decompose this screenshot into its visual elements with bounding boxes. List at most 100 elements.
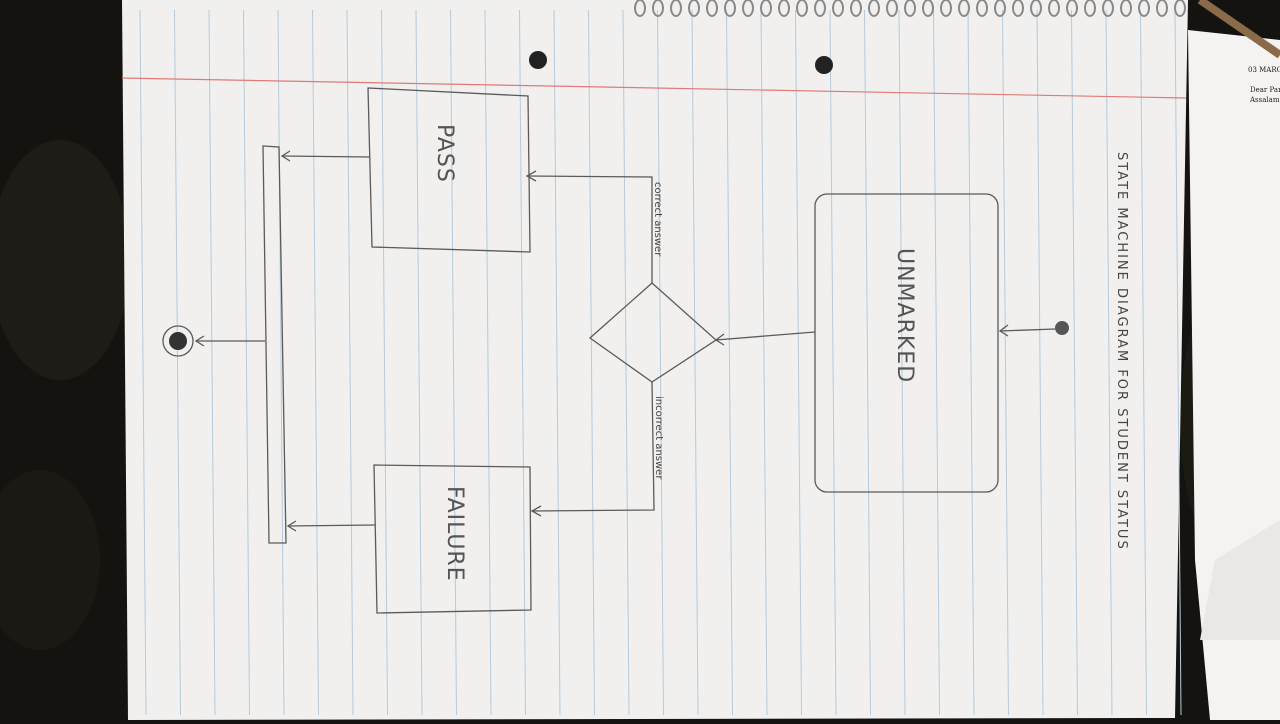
notebook-rule-line (484, 9, 492, 716)
loose-paper-date: 03 MARC (1248, 66, 1280, 74)
spiral-coil (1048, 0, 1060, 17)
spiral-coil (886, 0, 898, 17)
notebook-rule-line (933, 9, 940, 716)
arrow-pass-to-join (281, 155, 371, 158)
loose-paper-line-1: Dear Par (1250, 86, 1280, 94)
arrow-unmarked-to-decision (715, 331, 816, 341)
state-pass-box (367, 87, 531, 253)
loose-paper: 03 MARC Dear Par Assalam (1188, 30, 1280, 720)
notebook-rule-line (1140, 9, 1147, 716)
spiral-coil (850, 0, 862, 17)
notebook-rule-line (726, 9, 733, 716)
spiral-binding (634, 0, 1186, 17)
spiral-coil (958, 0, 970, 17)
spiral-coil (706, 0, 718, 17)
spiral-coil (652, 0, 664, 17)
notebook-rule-line (139, 9, 147, 716)
spiral-coil (1012, 0, 1024, 17)
spiral-coil (670, 0, 682, 17)
arrow-incorrect-to-failure (531, 381, 655, 512)
notebook-rule-line (553, 9, 561, 716)
spiral-coil (1156, 0, 1168, 17)
notebook-rule-line (864, 9, 871, 716)
spiral-coil (796, 0, 808, 17)
guard-correct-label: correct answer (652, 182, 663, 257)
notebook-rule-line (243, 9, 250, 716)
final-state-ring (162, 325, 194, 357)
spiral-coil (832, 0, 844, 17)
notebook-rule-line (1071, 9, 1078, 716)
arrow-head-join-top (280, 150, 291, 162)
state-failure-box (373, 464, 532, 614)
state-unmarked-label: UNMARKED (892, 248, 917, 383)
notebook-rule-line (760, 9, 768, 716)
notebook-rule-line (346, 9, 354, 716)
notebook-rule-line (898, 9, 906, 716)
arrow-head-join-bottom (286, 520, 297, 532)
diagram-title: STATE MACHINE DIAGRAM FOR STUDENT STATUS (1114, 152, 1129, 551)
spiral-coil (778, 0, 790, 17)
notebook-rule-line (1036, 9, 1044, 716)
spiral-coil (1120, 0, 1132, 17)
state-machine-diagram (162, 87, 1069, 614)
spiral-coil (634, 0, 646, 17)
arrow-failure-to-join (287, 524, 376, 527)
notebook-rule-line (691, 9, 699, 716)
state-failure-label: FAILURE (442, 486, 467, 582)
state-pass-label: PASS (432, 124, 457, 183)
notebook-rule-line (174, 9, 181, 716)
spiral-coil (1084, 0, 1096, 17)
spiral-coil (1102, 0, 1114, 17)
notebook-rule-line (208, 9, 216, 716)
notebook-rules (139, 9, 1182, 716)
notebook-rule-line (967, 9, 975, 716)
notebook-rule-line (1105, 9, 1113, 716)
join-bar (262, 145, 287, 544)
notebook-rule-line (657, 9, 664, 716)
notebook-rule-line (519, 9, 526, 716)
spiral-coil (760, 0, 772, 17)
spiral-coil (814, 0, 826, 17)
spiral-coil (904, 0, 916, 17)
arrow-head-failure (530, 505, 542, 517)
spiral-coil (868, 0, 880, 17)
notebook-rule-line (1174, 9, 1182, 716)
guard-incorrect-label: incorrect answer (653, 396, 664, 480)
notebook-rule-line (277, 9, 285, 716)
notebook-rule-line (588, 9, 595, 716)
arrow-head-final (194, 335, 205, 347)
notebook-rule-line (829, 9, 837, 716)
initial-state-dot (1055, 321, 1069, 335)
punch-hole-right (815, 56, 833, 74)
notebook-rule-line (622, 9, 630, 716)
notebook-rule-line (1002, 9, 1009, 716)
arrow-head-pass (525, 170, 537, 182)
notebook-rule-line (795, 9, 802, 716)
margin-line (121, 77, 1187, 99)
spiral-coil (724, 0, 736, 17)
spiral-coil (922, 0, 934, 17)
final-state-dot (169, 332, 187, 350)
notebook-rule-line (312, 9, 319, 716)
notebook-rule-line (381, 9, 388, 716)
spiral-coil (1138, 0, 1150, 17)
spiral-coil (1174, 0, 1186, 17)
notebook-rule-line (415, 9, 423, 716)
notebook-page (121, 0, 1188, 720)
arrow-head-initial (998, 324, 1009, 337)
spiral-coil (1066, 0, 1078, 17)
punch-hole-left (529, 51, 547, 69)
notebook-rule-line (450, 9, 457, 716)
spiral-coil (742, 0, 754, 17)
spiral-coil (1030, 0, 1042, 17)
spiral-coil (976, 0, 988, 17)
loose-paper-line-2: Assalam (1249, 96, 1280, 104)
pencil (1197, 0, 1280, 59)
spiral-coil (940, 0, 952, 17)
state-unmarked-box (814, 193, 999, 493)
spiral-coil (688, 0, 700, 17)
spiral-coil (994, 0, 1006, 17)
arrow-correct-to-pass (526, 175, 653, 283)
